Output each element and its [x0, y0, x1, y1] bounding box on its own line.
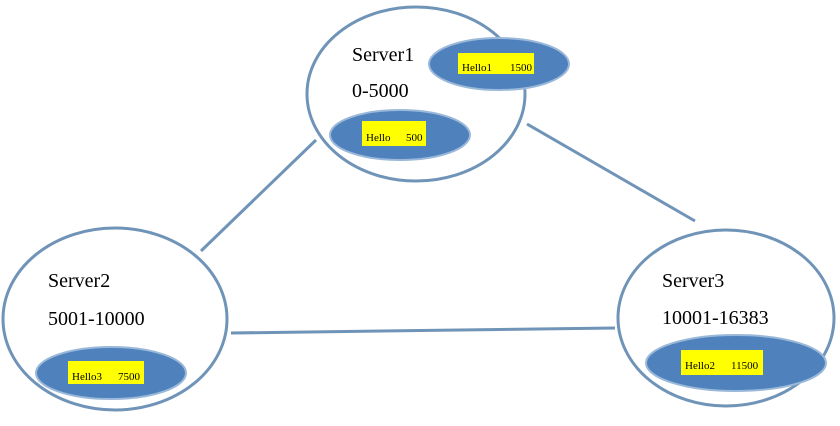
key-name: Hello1 — [462, 62, 492, 74]
server-node-1: Server1 0-5000 Hello1 1500 Hello 500 — [305, 5, 570, 183]
server-name: Server1 — [352, 44, 414, 66]
server-node-3: Server3 10001-16383 Hello2 11500 — [616, 228, 836, 408]
server-slot-range: 0-5000 — [352, 80, 409, 102]
key-slot: 7500 — [118, 371, 141, 383]
server-name: Server3 — [662, 270, 724, 292]
server-name: Server2 — [48, 270, 110, 292]
server-slot-range: 5001-10000 — [48, 308, 145, 330]
connector-server1-server3 — [526, 122, 696, 223]
key-label-highlight — [362, 121, 426, 146]
key-slot: 500 — [406, 132, 423, 144]
connector-server2-server3 — [230, 326, 616, 335]
key-name: Hello — [366, 132, 391, 144]
server-node-2: Server2 5001-10000 Hello3 7500 — [1, 226, 229, 412]
key-name: Hello2 — [685, 360, 715, 372]
key-entry: Hello1 1500 — [428, 37, 570, 91]
key-label-highlight — [681, 350, 763, 375]
key-label-highlight — [458, 53, 534, 74]
key-slot: 1500 — [510, 62, 533, 74]
connector-server1-server2 — [199, 138, 318, 253]
key-name: Hello3 — [72, 371, 102, 383]
key-slot: 11500 — [731, 360, 759, 372]
server-slot-range: 10001-16383 — [662, 307, 769, 329]
key-entry: Hello2 11500 — [645, 334, 827, 392]
key-entry: Hello3 7500 — [35, 346, 187, 400]
key-label-highlight — [68, 361, 144, 384]
key-entry: Hello 500 — [329, 109, 471, 161]
